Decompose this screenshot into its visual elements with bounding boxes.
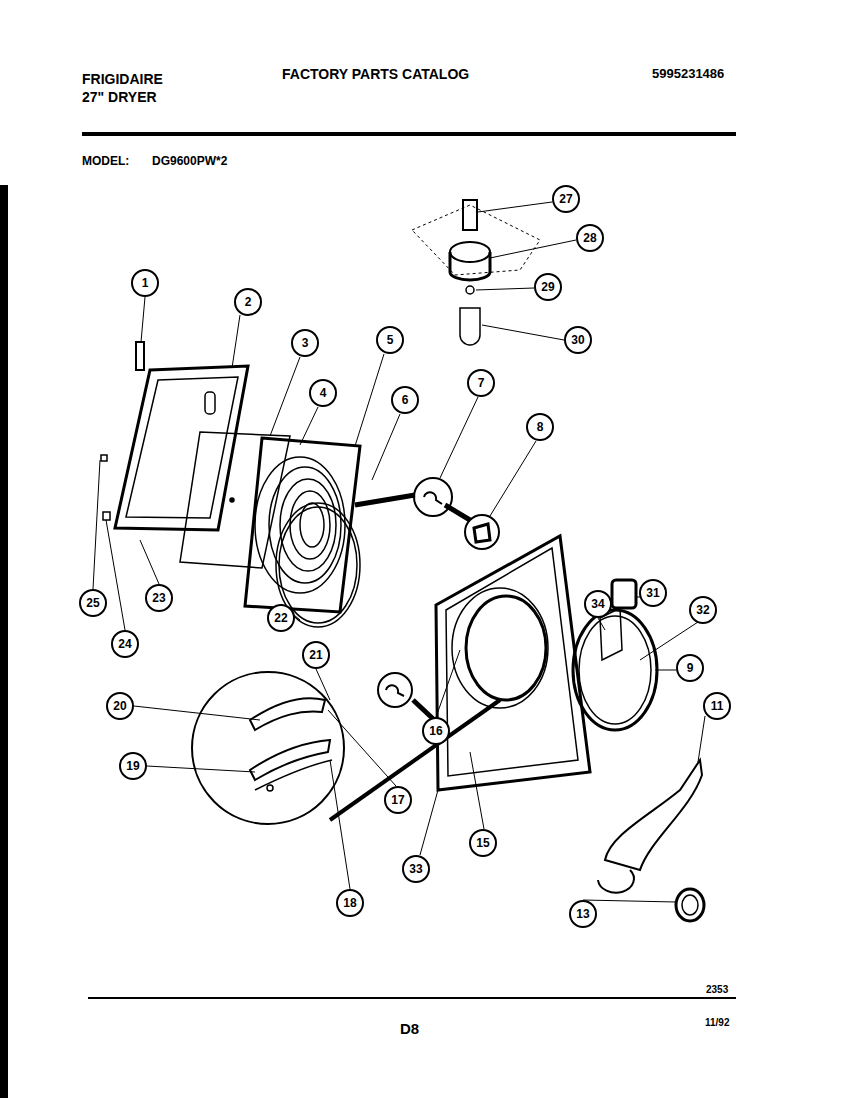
callout-circle: 6 [391, 386, 419, 414]
callout-number: 25 [86, 597, 99, 609]
header-text: 11/92 [705, 1018, 729, 1028]
callout-number: 1 [142, 277, 149, 289]
callout-number: 3 [302, 337, 309, 349]
callout-circle: 1 [131, 269, 159, 297]
header-text: MODEL: [82, 155, 129, 167]
callout-circle: 2 [234, 288, 262, 316]
callout-number: 29 [541, 281, 554, 293]
callout-number: 18 [343, 897, 356, 909]
callout-number: 21 [309, 649, 322, 661]
callout-circle: 22 [267, 604, 295, 632]
callout-number: 13 [576, 908, 589, 920]
callout-number: 17 [391, 794, 404, 806]
callout-circle: 16 [422, 717, 450, 745]
header-text: FRIGIDAIRE [82, 72, 163, 86]
callout-circle: 15 [469, 829, 497, 857]
callout-circle: 24 [111, 630, 139, 658]
callout-circle: 11 [703, 692, 731, 720]
header-text: 5995231486 [652, 67, 724, 80]
callout-number: 16 [429, 725, 442, 737]
callout-number: 8 [537, 421, 544, 433]
callout-circle: 5 [376, 326, 404, 354]
callout-number: 15 [476, 837, 489, 849]
callout-number: 34 [591, 598, 604, 610]
callout-circle: 13 [569, 900, 597, 928]
callout-circle: 27 [552, 185, 580, 213]
callout-number: 22 [274, 612, 287, 624]
callout-circle: 3 [291, 329, 319, 357]
callout-number: 11 [711, 700, 724, 712]
callout-number: 20 [113, 700, 126, 712]
header-text: 27" DRYER [82, 90, 157, 104]
callout-number: 7 [478, 377, 485, 389]
callout-circle: 23 [145, 584, 173, 612]
callout-circle: 17 [384, 786, 412, 814]
header-text: D8 [400, 1021, 419, 1036]
callout-circle: 4 [309, 379, 337, 407]
callout-circle: 34 [584, 590, 612, 618]
callout-number: 4 [320, 387, 327, 399]
callout-circle: 32 [689, 596, 717, 624]
callout-circle: 9 [676, 654, 704, 682]
callout-number: 24 [118, 638, 131, 650]
callout-circle: 19 [119, 752, 147, 780]
callout-circle: 29 [534, 273, 562, 301]
callout-circle: 20 [106, 692, 134, 720]
callout-number: 19 [126, 760, 139, 772]
callout-circle: 33 [402, 855, 430, 883]
callout-number: 31 [646, 587, 659, 599]
header-text: DG9600PW*2 [152, 155, 227, 167]
callout-number: 33 [409, 863, 422, 875]
callout-circle: 31 [639, 579, 667, 607]
callout-number: 28 [583, 232, 596, 244]
callout-number: 30 [571, 334, 584, 346]
callout-circle: 21 [302, 641, 330, 669]
callout-number: 2 [245, 296, 252, 308]
callout-circle: 7 [467, 369, 495, 397]
callout-number: 6 [402, 394, 409, 406]
callout-number: 32 [696, 604, 709, 616]
callout-circle: 8 [526, 413, 554, 441]
callout-circle: 30 [564, 326, 592, 354]
callout-number: 9 [687, 662, 694, 674]
callout-circle: 25 [79, 589, 107, 617]
callout-number: 27 [559, 193, 572, 205]
callout-number: 5 [387, 334, 394, 346]
callout-number: 23 [152, 592, 165, 604]
callout-circle: 18 [336, 889, 364, 917]
header-text: 2353 [706, 985, 728, 995]
callout-circle: 28 [576, 224, 604, 252]
catalog-title: FACTORY PARTS CATALOG [282, 67, 469, 81]
